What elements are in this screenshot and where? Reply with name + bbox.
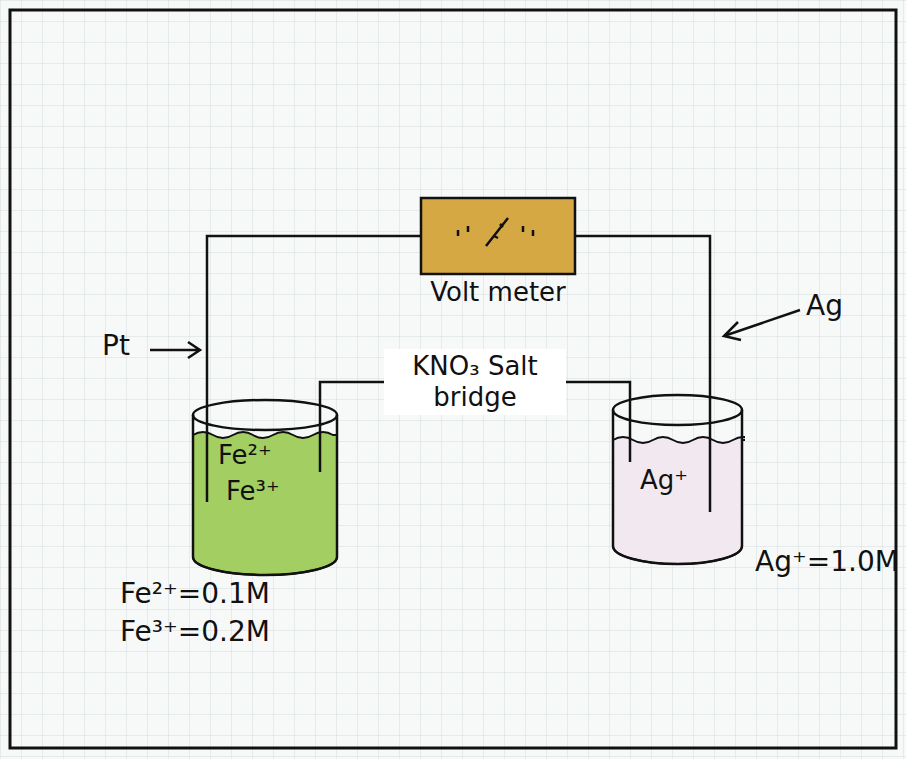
electrode-label: Pt xyxy=(102,330,130,362)
electrode xyxy=(206,397,209,502)
beaker: Fe²⁺ Fe³⁺ xyxy=(190,397,340,579)
beaker: Ag⁺ xyxy=(610,392,745,568)
device-label: Volt meter xyxy=(414,278,582,308)
concentration: Fe³⁺=0.2M xyxy=(120,616,270,648)
electrode xyxy=(709,392,712,512)
ion-label: Ag⁺ xyxy=(640,466,745,496)
bridge-leg xyxy=(319,397,322,472)
ion-wrap: Ag⁺ xyxy=(610,392,745,496)
meter-label-wrap: Volt meter xyxy=(414,196,582,308)
electrode-label: Ag xyxy=(806,290,843,322)
ion-label: Fe³⁺ xyxy=(226,477,340,507)
edge-label: KNO₃ Salt bridge xyxy=(384,349,566,415)
ion-wrap: Fe²⁺ Fe³⁺ xyxy=(190,397,340,507)
ag-pointer xyxy=(724,310,800,340)
concentration: Ag⁺=1.0M xyxy=(755,546,899,578)
concentration: Fe²⁺=0.1M xyxy=(120,578,270,610)
wire xyxy=(575,236,710,392)
ion-label: Fe²⁺ xyxy=(218,441,340,471)
bridge-leg xyxy=(629,392,632,462)
pt-pointer xyxy=(150,342,200,358)
voltmeter: Volt meter xyxy=(414,196,582,311)
frame xyxy=(10,10,896,748)
